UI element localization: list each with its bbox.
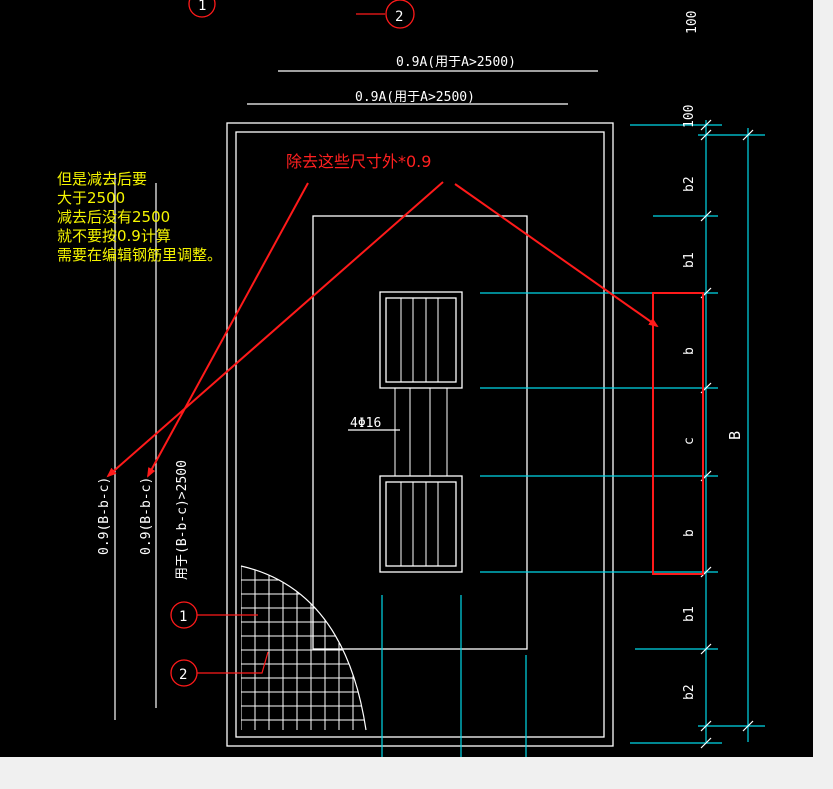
yellow-note-line-3: 减去后没有2500: [57, 208, 170, 226]
footing-outline-inner: [235, 131, 605, 738]
callout-top-1-label: 1: [198, 0, 206, 14]
red-arrow-3: [454, 183, 659, 328]
top-dim-label-1: 0.9A(用于A>2500): [396, 55, 516, 70]
callout-top-1-circle: [188, 0, 216, 18]
right-dim-label-3: b1: [682, 252, 697, 268]
rebar-label: 4Φ16: [350, 416, 381, 431]
yellow-note-line-5: 需要在编辑钢筋里调整。: [57, 246, 222, 264]
callout-2-label: 2: [179, 667, 187, 683]
right-dim-label-8: b2: [682, 684, 697, 700]
callout-1-label: 1: [179, 609, 187, 625]
yellow-note: 但是减去后要 大于2500 减去后没有2500 就不要按0.9计算 需要在编辑钢…: [57, 170, 222, 264]
left-dim-label-1: 0.9(B-b-c): [97, 477, 112, 555]
yellow-note-line-4: 就不要按0.9计算: [57, 227, 171, 245]
footing-step: [312, 215, 528, 650]
top-dim-label-2: 0.9A(用于A>2500): [355, 90, 475, 105]
column-bottom-outer: [379, 475, 463, 573]
right-top-dim-label: 100: [685, 11, 700, 34]
column-top-inner: [385, 297, 457, 383]
highlight-box: [652, 292, 704, 575]
red-arrow-1: [147, 182, 309, 478]
left-dim-label-3: 用于(B-b-c)>2500: [175, 460, 190, 580]
right-dim-label-2: b2: [682, 176, 697, 192]
drawing-background: [0, 0, 813, 757]
yellow-note-line-1: 但是减去后要: [57, 170, 147, 188]
footing-outline-outer: [226, 122, 614, 747]
red-arrow-2: [106, 181, 444, 478]
column-bottom-inner: [385, 481, 457, 567]
right-dim-label-4: b: [682, 347, 697, 355]
right-dim-labels: 100 b2 b1 b c b b1 b2: [682, 105, 697, 700]
right-dim-label-1: 100: [682, 105, 697, 128]
callout-top-2-circle: [385, 0, 415, 29]
column-top-outer: [379, 291, 463, 389]
column-bars: [394, 298, 448, 566]
red-note: 除去这些尺寸外*0.9: [286, 152, 431, 171]
yellow-note-line-2: 大于2500: [57, 189, 125, 207]
callout-2-leader: [197, 651, 269, 674]
right-dim-label-5: c: [682, 437, 697, 445]
left-dim-label-2: 0.9(B-b-c): [139, 477, 154, 555]
right-dim-label-6: b: [682, 529, 697, 537]
right-dim-label-7: b1: [682, 606, 697, 622]
callout-top-2-label: 2: [395, 9, 403, 25]
right-overall-label: B: [726, 431, 744, 440]
